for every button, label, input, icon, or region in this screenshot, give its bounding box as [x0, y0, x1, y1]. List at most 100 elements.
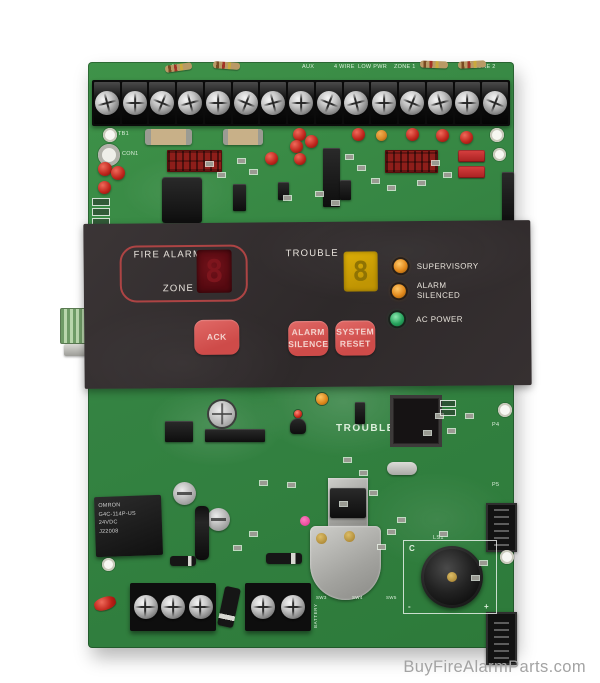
- terminal: [288, 82, 314, 124]
- alarm-silence-button: ALARM SILENCE: [288, 320, 329, 357]
- terminal-screw: [146, 87, 178, 119]
- smd-component: [206, 162, 213, 166]
- trimmer-pot: [173, 482, 196, 505]
- disc-capacitor: [406, 128, 419, 141]
- disc-capacitor: [294, 153, 306, 165]
- terminal-screw: [313, 87, 345, 119]
- edge-connector: [502, 172, 514, 224]
- buzzer-silk-outline: [403, 540, 497, 614]
- terminal-group-label-zone1: ZONE 1: [394, 64, 416, 70]
- smd-component: [360, 471, 367, 475]
- smd-component: [472, 576, 479, 580]
- smd-component: [260, 481, 267, 485]
- disc-capacitor: [436, 129, 449, 142]
- smd-component: [448, 429, 455, 433]
- resistor: [419, 60, 449, 69]
- dip-ic: [323, 148, 340, 207]
- dip-header: [385, 150, 438, 173]
- terminal: [424, 82, 455, 124]
- terminal-screw: [281, 595, 305, 619]
- terminal-screw: [289, 91, 313, 115]
- sw5-label: SW5: [386, 595, 397, 600]
- resistor: [212, 61, 241, 70]
- mounting-hole: [500, 550, 514, 564]
- terminal: [258, 82, 288, 124]
- smd-component: [372, 179, 379, 183]
- smd-component: [398, 518, 405, 522]
- inspection-dot: [300, 516, 310, 526]
- smd-component: [250, 170, 257, 174]
- terminal: [313, 82, 345, 124]
- terminal-screw: [396, 87, 428, 119]
- mounting-hole: [102, 558, 115, 571]
- alarm-silenced-label: ALARM SILENCED: [416, 280, 461, 301]
- resistor-silk-box: [92, 198, 110, 206]
- terminal: [92, 82, 122, 124]
- supervisory-led: [393, 259, 408, 274]
- terminal: [204, 82, 231, 124]
- terminal-screw: [133, 595, 158, 619]
- bracket-transistor: [330, 488, 366, 518]
- smd-component: [432, 161, 439, 165]
- buzzer-plus-mark: +: [484, 602, 489, 611]
- terminal-screw: [229, 87, 262, 119]
- smd-component: [218, 173, 225, 177]
- output-terminal-block: [130, 583, 216, 631]
- disc-capacitor-orange: [376, 130, 387, 141]
- membrane-panel: FIRE ALARM ZONE 8 TROUBLE 8 SUPERVISORY …: [83, 220, 532, 389]
- smd-component: [436, 414, 443, 418]
- jumper-block: [458, 166, 485, 178]
- smd-component: [346, 155, 353, 159]
- ls1-label: LS1: [433, 535, 444, 541]
- disc-capacitor: [290, 140, 303, 153]
- buzzer-minus-mark: -: [408, 602, 411, 611]
- terminal-screw: [341, 88, 372, 118]
- smd-component: [388, 530, 395, 534]
- smd-component: [440, 532, 447, 536]
- terminal-screw: [479, 87, 511, 119]
- terminal-group-label-aux: AUX: [302, 64, 315, 70]
- terminal: [121, 82, 148, 124]
- soic-ic: [278, 182, 289, 200]
- smd-component: [444, 173, 451, 177]
- fuse: [223, 129, 263, 145]
- disc-capacitor: [352, 128, 365, 141]
- mcu-qfp-chip: [393, 398, 439, 444]
- alarm-led: [294, 410, 302, 418]
- terminal-screw: [251, 595, 275, 619]
- inductor-block: [205, 429, 265, 442]
- resistor: [457, 60, 487, 69]
- terminal-screw: [175, 88, 205, 118]
- disc-capacitor: [293, 128, 306, 141]
- trouble-led: [316, 393, 328, 405]
- mounting-hole: [493, 148, 506, 161]
- crystal-oscillator: [387, 462, 417, 475]
- disc-capacitor: [98, 181, 111, 194]
- terminal: [175, 82, 205, 124]
- brass-standoff: [344, 531, 355, 542]
- terminal-screw: [92, 88, 122, 118]
- disc-capacitor: [111, 166, 125, 180]
- system-reset-button: SYSTEM RESET: [335, 320, 376, 356]
- terminal-screw: [258, 88, 288, 118]
- trouble-label: TROUBLE: [285, 247, 339, 260]
- relay: OMRON G4C-114P-US 24VDC J22008: [93, 494, 164, 558]
- ac-power-led: [390, 312, 405, 327]
- smd-component: [340, 502, 347, 506]
- terminal-group-label-4wire: 4 WIRE: [334, 64, 355, 70]
- ack-button: ACK: [194, 319, 240, 355]
- trouble-seven-segment-display: 8: [343, 251, 378, 292]
- terminal-group-label-lowpwr: LOW PWR: [358, 64, 387, 70]
- connector-ferrule: [64, 344, 86, 356]
- soic-ic: [233, 184, 246, 211]
- soic-ic: [355, 402, 365, 424]
- terminal: [229, 82, 262, 124]
- dip-header: [167, 150, 222, 172]
- smd-component: [466, 414, 473, 418]
- corner-led: [92, 593, 118, 614]
- soic-ic: [165, 421, 193, 442]
- terminal-screw: [122, 91, 147, 115]
- smd-component: [370, 491, 377, 495]
- p4-label: P4: [492, 422, 500, 428]
